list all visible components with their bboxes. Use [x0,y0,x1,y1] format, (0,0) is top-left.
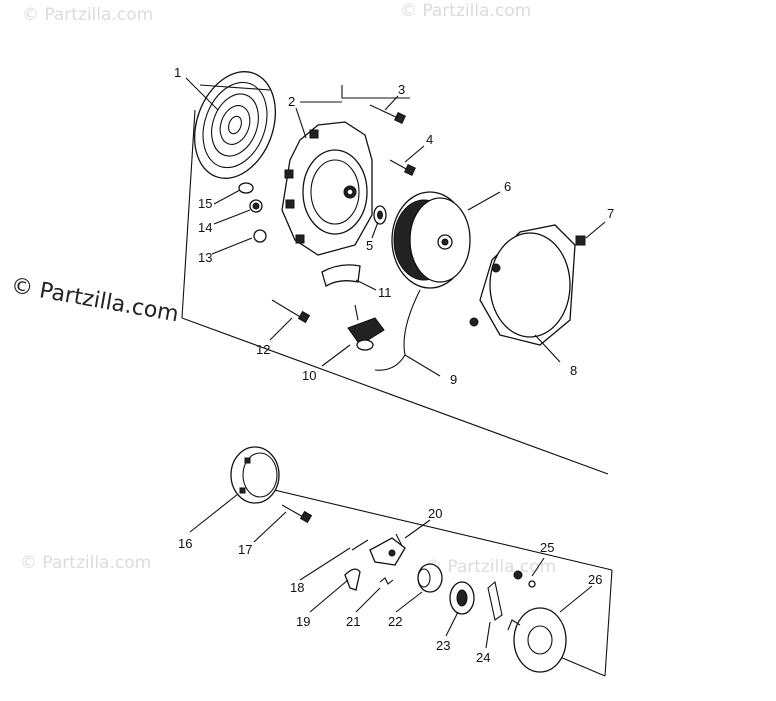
small-spring [379,577,394,585]
callout-24: 24 [476,650,490,665]
watermark-top-right: © Partzilla.com [400,1,531,21]
callout-7: 7 [607,206,614,221]
seal-23 [449,581,475,615]
callout-9: 9 [450,372,457,387]
callout-26: 26 [588,572,602,587]
watermark-top-left: © Partzilla.com [22,5,153,25]
spring-clip [487,580,503,621]
drive-plate [507,607,567,673]
lever-plate [344,568,361,591]
leader-lines [185,77,606,649]
callout-numbers: 1 2 3 4 5 6 7 8 9 10 11 12 13 14 15 16 1… [174,65,614,665]
callout-25: 25 [540,540,554,555]
screw-12 [271,299,311,324]
callout-16: 16 [178,536,192,551]
bushing-22 [417,563,443,593]
callout-19: 19 [296,614,310,629]
callout-6: 6 [504,179,511,194]
callout-22: 22 [388,614,402,629]
watermark-main: © Partzilla.com [9,273,181,327]
pawl-assembly [369,533,406,566]
callout-5: 5 [366,238,373,253]
watermark-bottom-right: © Partzilla.com [425,557,556,577]
cup-ring [230,446,280,504]
screw-25a [513,570,523,580]
callout-1: 1 [174,65,181,80]
callout-10: 10 [302,368,316,383]
callout-15: 15 [198,196,212,211]
watermark-bottom-left: © Partzilla.com [20,553,151,573]
callout-11: 11 [378,285,392,300]
callout-20: 20 [428,506,442,521]
bolt-7 [575,235,586,246]
callout-14: 14 [198,220,212,235]
recoil-housing [281,121,373,256]
callout-13: 13 [198,250,212,265]
bolt-3 [369,104,406,124]
bolt-17 [281,504,313,524]
bolt-4 [389,159,416,176]
starter-handle [347,304,385,351]
upper-assembly-outline [181,85,609,475]
callout-3: 3 [398,82,405,97]
callout-17: 17 [238,542,252,557]
callout-4: 4 [426,132,433,147]
callout-12: 12 [256,342,270,357]
callout-8: 8 [570,363,577,378]
nut-13 [253,229,267,243]
pulley [391,191,471,289]
handle-insert [321,264,361,287]
callout-18: 18 [290,580,304,595]
screw-25b [528,580,536,588]
callout-21: 21 [346,614,360,629]
recoil-spring [193,71,277,179]
washer-15 [238,182,254,194]
callout-23: 23 [436,638,450,653]
pin-18 [351,539,369,551]
recoil-cover [469,224,576,346]
callout-2: 2 [288,94,295,109]
starter-rope [374,289,421,371]
